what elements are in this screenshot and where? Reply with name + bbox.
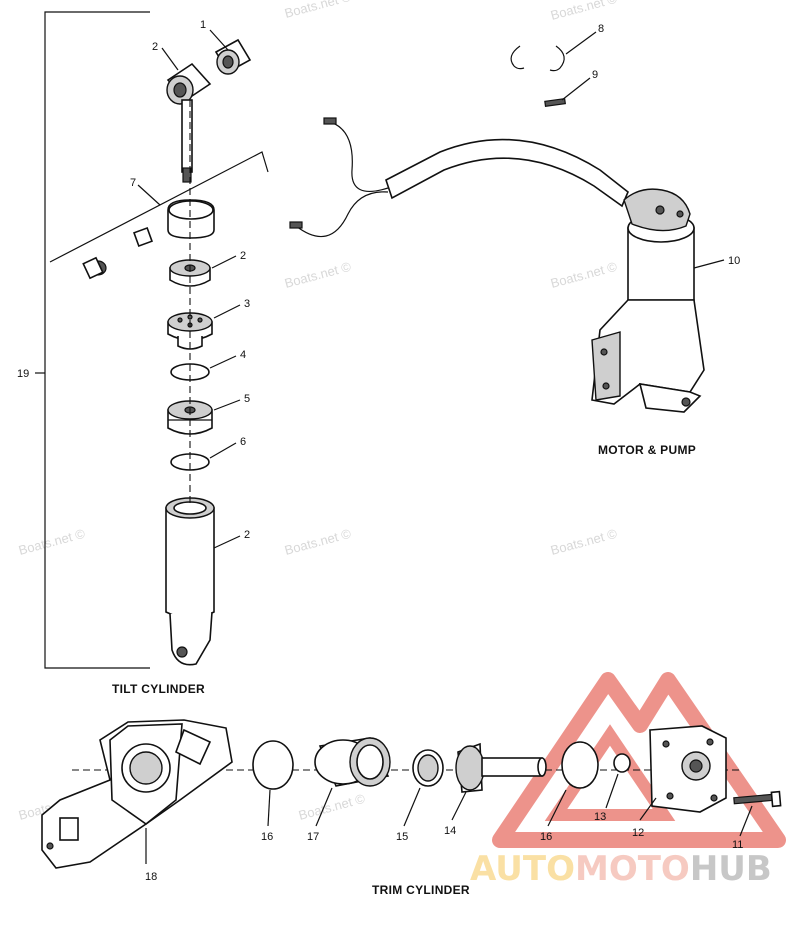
callout-19: 19 bbox=[17, 368, 29, 380]
tilt-cylinder-label: TILT CYLINDER bbox=[112, 682, 205, 696]
callout-11: 11 bbox=[732, 839, 743, 851]
part-11-bolt bbox=[733, 790, 782, 837]
logo-word-auto: AUTO bbox=[470, 849, 575, 889]
part-13-ring bbox=[613, 753, 631, 773]
callout-6: 6 bbox=[240, 436, 246, 448]
watermark-text: Boats.net © bbox=[283, 259, 353, 291]
part-16-o-ring bbox=[561, 741, 599, 789]
callout-17: 17 bbox=[307, 831, 319, 843]
watermark-text: Boats.net © bbox=[283, 526, 353, 558]
trim-cylinder-assembly: 18 16 17 15 14 16 13 12 11 TRIM CYLINDER bbox=[41, 719, 782, 897]
part-9-pin bbox=[544, 77, 591, 108]
callout-4: 4 bbox=[240, 349, 246, 361]
logo-word-hub: HUB bbox=[690, 849, 772, 889]
part-2-rod-end bbox=[166, 62, 212, 183]
part-18-housing bbox=[41, 719, 233, 869]
motor-pump-label: MOTOR & PUMP bbox=[598, 443, 696, 457]
callout-2: 2 bbox=[152, 41, 158, 53]
callout-14: 14 bbox=[444, 825, 456, 837]
plane-line bbox=[49, 151, 269, 263]
part-8-clips bbox=[510, 31, 597, 72]
callout-18: 18 bbox=[145, 871, 157, 883]
logo-word-moto: MOTO bbox=[575, 849, 690, 889]
brand-logo: AUTOMOTOHUB bbox=[470, 672, 786, 889]
part-16-o-ring bbox=[252, 740, 294, 790]
callout-16: 16 bbox=[261, 831, 273, 843]
callout-2: 2 bbox=[240, 250, 246, 262]
motor-pump-assembly: 8 9 10 MOTOR & PUMP bbox=[289, 23, 740, 457]
watermark-text: Boats.net © bbox=[297, 791, 367, 823]
part-14-piston-rod bbox=[451, 742, 547, 821]
part-17-sleeve bbox=[314, 737, 391, 827]
watermark-text: Boats.net © bbox=[549, 526, 619, 558]
callout-9: 9 bbox=[592, 69, 598, 81]
callout-3: 3 bbox=[244, 298, 250, 310]
callout-5: 5 bbox=[244, 393, 250, 405]
callout-12: 12 bbox=[632, 827, 644, 839]
logo-wordmark: AUTOMOTOHUB bbox=[470, 849, 772, 889]
tilt-cylinder-assembly: 1 2 7 2 3 4 5 6 2 19 TILT CYLINDER bbox=[17, 11, 269, 696]
part-12-end-cap bbox=[639, 725, 727, 821]
callout-15: 15 bbox=[396, 831, 408, 843]
watermark-text: Boats.net © bbox=[17, 526, 87, 558]
wire-harness bbox=[289, 117, 629, 238]
callout-1: 1 bbox=[200, 19, 206, 31]
part-2-cylinder-body bbox=[165, 497, 215, 666]
tilt-leaders bbox=[137, 29, 241, 549]
watermark-text: Boats.net © bbox=[549, 0, 619, 23]
callout-16: 16 bbox=[540, 831, 552, 843]
logo-mountain-shape bbox=[492, 672, 786, 848]
group-bracket-19 bbox=[44, 11, 150, 669]
callout-10: 10 bbox=[728, 255, 740, 267]
part-1-bushing bbox=[214, 38, 252, 75]
part-5-piston bbox=[167, 400, 213, 435]
trim-cylinder-label: TRIM CYLINDER bbox=[372, 883, 470, 897]
part-10-motor bbox=[623, 188, 695, 301]
callout-13: 13 bbox=[594, 811, 606, 823]
watermarks: Boats.net © Boats.net © Boats.net © Boat… bbox=[17, 0, 619, 823]
pump-housing bbox=[591, 299, 705, 413]
watermark-text: Boats.net © bbox=[283, 0, 353, 21]
part-7-clamp bbox=[82, 199, 215, 280]
callout-2: 2 bbox=[244, 529, 250, 541]
watermark-text: Boats.net © bbox=[549, 259, 619, 291]
leader-10 bbox=[693, 259, 725, 269]
callout-7: 7 bbox=[130, 177, 136, 189]
callout-8: 8 bbox=[598, 23, 604, 35]
